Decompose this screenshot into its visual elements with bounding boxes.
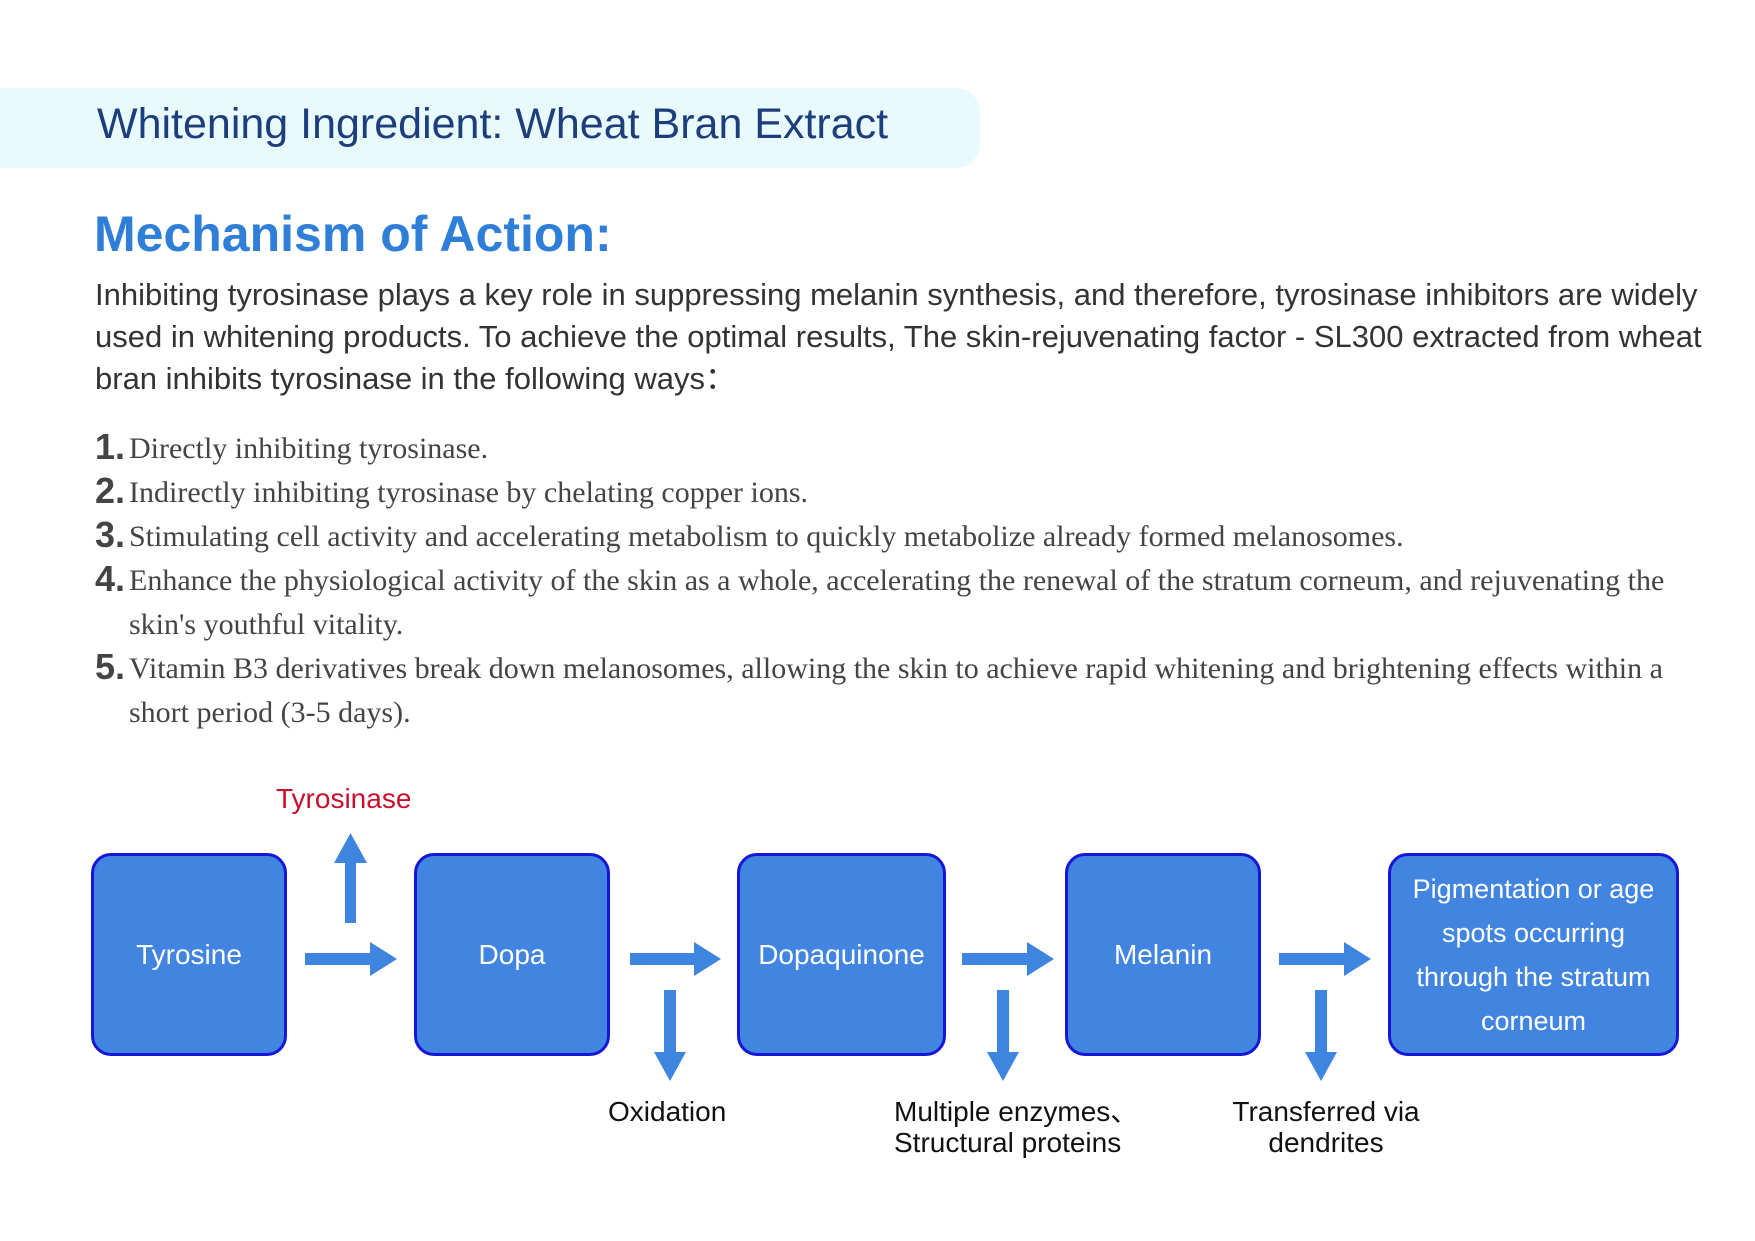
section-title: Mechanism of Action: bbox=[94, 206, 612, 262]
list-item: 3.Stimulating cell activity and accelera… bbox=[95, 514, 1715, 559]
node-label: Melanin bbox=[1113, 938, 1213, 970]
title-banner bbox=[0, 88, 980, 168]
arrow-right-icon bbox=[962, 942, 1054, 976]
arrow-right-icon bbox=[305, 942, 397, 976]
node-label: Dopa bbox=[478, 938, 546, 970]
transfer-label: Transferred via dendrites bbox=[1226, 1096, 1426, 1158]
arrow-down-icon bbox=[987, 990, 1019, 1081]
arrow-up-icon bbox=[334, 833, 367, 923]
node-label: Pigmentation or age spots occurring thro… bbox=[1412, 873, 1655, 1036]
node-label: Tyrosine bbox=[136, 938, 242, 970]
transfer-label-line2: dendrites bbox=[1268, 1127, 1384, 1158]
transfer-label-line1: Transferred via bbox=[1232, 1096, 1420, 1127]
arrow-right-icon bbox=[1279, 942, 1371, 976]
enzymes-label-line2: Structural proteins bbox=[894, 1127, 1122, 1158]
step-number: 2. bbox=[95, 470, 126, 511]
list-item: 5.Vitamin B3 derivatives break down mela… bbox=[95, 646, 1715, 735]
node-melanin: Melanin bbox=[1065, 853, 1261, 1056]
step-text: Vitamin B3 derivatives break down melano… bbox=[129, 652, 1663, 729]
step-text: Directly inhibiting tyrosinase. bbox=[129, 432, 489, 465]
steps-list: 1.Directly inhibiting tyrosinase. 2.Indi… bbox=[95, 426, 1715, 735]
arrow-down-icon bbox=[1305, 990, 1337, 1081]
enzymes-label-line1: Multiple enzymes、 bbox=[894, 1096, 1139, 1127]
oxidation-label: Oxidation bbox=[608, 1096, 727, 1127]
banner-title: Whitening Ingredient: Wheat Bran Extract bbox=[97, 100, 889, 148]
step-number: 5. bbox=[95, 646, 126, 687]
step-text: Indirectly inhibiting tyrosinase by chel… bbox=[129, 476, 809, 509]
intro-paragraph: Inhibiting tyrosinase plays a key role i… bbox=[95, 277, 1702, 396]
step-number: 4. bbox=[95, 558, 126, 599]
enzymes-label: Multiple enzymes、 Structural proteins bbox=[894, 1096, 1138, 1158]
node-pigmentation: Pigmentation or age spots occurring thro… bbox=[1388, 853, 1679, 1056]
arrow-down-icon bbox=[654, 990, 686, 1081]
node-dopa: Dopa bbox=[414, 853, 610, 1056]
list-item: 1.Directly inhibiting tyrosinase. bbox=[95, 426, 1715, 471]
node-dopaquinone: Dopaquinone bbox=[737, 853, 946, 1056]
node-label: Dopaquinone bbox=[758, 938, 925, 970]
node-tyrosine: Tyrosine bbox=[91, 853, 287, 1056]
list-item: 4.Enhance the physiological activity of … bbox=[95, 558, 1715, 647]
step-text: Enhance the physiological activity of th… bbox=[129, 564, 1665, 641]
tyrosinase-label: Tyrosinase bbox=[276, 783, 412, 814]
step-number: 3. bbox=[95, 514, 126, 555]
step-number: 1. bbox=[95, 426, 126, 467]
step-text: Stimulating cell activity and accelerati… bbox=[129, 520, 1404, 553]
list-item: 2.Indirectly inhibiting tyrosinase by ch… bbox=[95, 470, 1715, 515]
arrow-right-icon bbox=[630, 942, 721, 976]
